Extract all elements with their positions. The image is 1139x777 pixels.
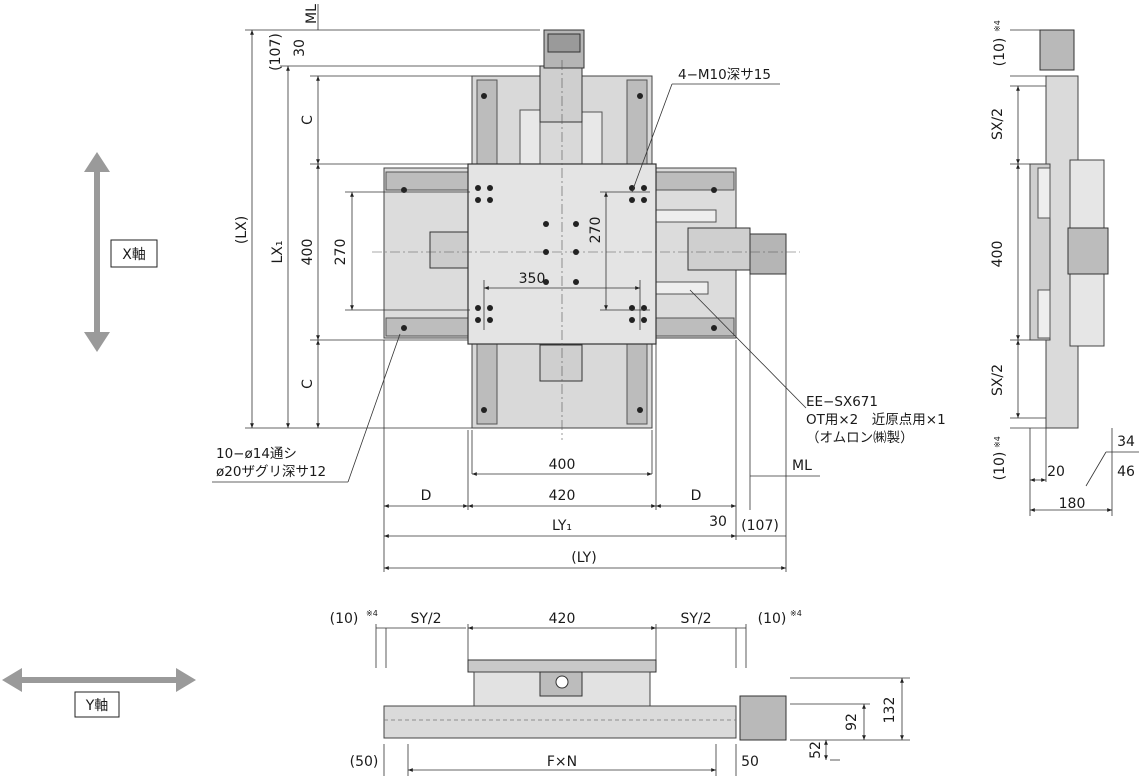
dim-350: 350 [519, 271, 546, 287]
side-note-top: ※4 [993, 20, 1002, 32]
side-dim-400: 400 [990, 241, 1006, 268]
y-motor-bracket [687, 227, 751, 271]
side-margin-bottom: (10) [992, 452, 1008, 481]
front-dim-132: 132 [882, 697, 898, 724]
side-dim-34: 34 [1117, 434, 1135, 450]
front-sy-half-right: SY/2 [680, 611, 711, 627]
callout-sensor-line1: EE−SX671 [806, 394, 878, 410]
dim-c-top: C [300, 115, 316, 125]
plan-bottom-dims [383, 274, 820, 572]
side-dim-46: 46 [1117, 464, 1135, 480]
front-motor [739, 695, 787, 741]
dim-400-v: 400 [300, 239, 316, 266]
dim-ml-top: ML [304, 4, 320, 24]
plan-inner-dims [345, 191, 650, 330]
side-motor [1039, 29, 1075, 71]
y-axis-indicator: Y軸 [2, 668, 196, 718]
side-note-bottom: ※4 [993, 436, 1002, 448]
dim-420: 420 [549, 488, 576, 504]
x-axis-label-box [110, 239, 158, 268]
front-end-50-right: 50 [741, 754, 759, 770]
callout-tapped-holes: 4−M10深サ15 [678, 67, 771, 83]
plan-left-dims [245, 4, 540, 429]
dim-c-bottom: C [300, 379, 316, 389]
y-motor [749, 233, 787, 275]
front-note-left: ※4 [366, 609, 378, 618]
dim-lx1: LX₁ [270, 240, 286, 263]
front-margin-left: (10) [330, 611, 359, 627]
front-note-right: ※4 [790, 609, 802, 618]
dim-d-left: D [421, 488, 432, 504]
front-pitch: F×N [547, 754, 577, 770]
x-axis-indicator: X軸 [84, 152, 158, 352]
front-view [375, 624, 910, 776]
front-sy-half-left: SY/2 [410, 611, 441, 627]
side-dim-180: 180 [1059, 496, 1086, 512]
plan-holes [401, 93, 717, 413]
dim-270-left: 270 [333, 239, 349, 266]
dim-ly: (LY) [571, 550, 596, 566]
front-dim-52: 52 [808, 741, 824, 759]
dim-30-top: 30 [292, 39, 308, 57]
front-table [467, 659, 657, 673]
dim-ml-bottom: ML [792, 458, 812, 474]
callout-thru-line2: ø20ザグリ深サ12 [216, 464, 326, 480]
y-axis-label-box [74, 691, 120, 718]
callout-thru-line1: 10−ø14通シ [216, 446, 297, 462]
side-sx-half-top: SX/2 [990, 108, 1006, 140]
plan-view [372, 29, 800, 440]
dim-d-right: D [691, 488, 702, 504]
dim-400-h: 400 [549, 457, 576, 473]
side-sx-half-bottom: SX/2 [990, 364, 1006, 396]
dim-ly1: LY₁ [552, 518, 572, 534]
front-dim-420: 420 [549, 611, 576, 627]
dim-107-bottom: (107) [741, 518, 779, 534]
side-dim-20: 20 [1047, 464, 1065, 480]
callout-sensor-line2: OT用×2 近原点用×1 [806, 412, 946, 428]
side-view-right [1010, 29, 1139, 516]
callout-sensor-line3: （オムロン㈱製） [806, 430, 914, 446]
front-margin-right: (10) [758, 611, 787, 627]
x-motor-bracket [539, 65, 583, 123]
y-axis-label: Y軸 [85, 698, 109, 714]
callout-leaders [212, 83, 807, 483]
dim-lx: (LX) [234, 216, 250, 244]
side-margin-top: (10) [992, 38, 1008, 67]
dim-107-top: (107) [268, 33, 284, 71]
front-dim-92: 92 [844, 713, 860, 731]
dim-270-right: 270 [588, 217, 604, 244]
dim-30-bottom: 30 [709, 514, 727, 530]
front-end-50-left: (50) [350, 754, 379, 770]
front-base [383, 705, 737, 739]
x-axis-label: X軸 [122, 247, 146, 263]
